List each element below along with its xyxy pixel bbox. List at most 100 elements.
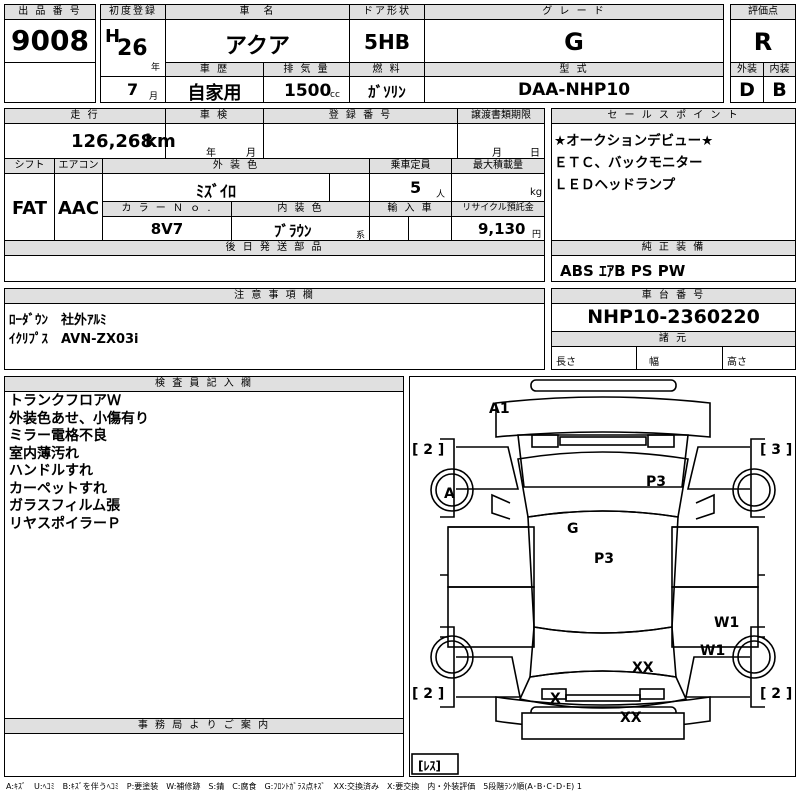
ac-box: AAC (54, 173, 103, 241)
inspection-box: 年 月 (165, 123, 264, 159)
length-label: 長さ (556, 357, 576, 368)
seats-box: 5 人 (369, 173, 452, 202)
model-label: 型 式 (424, 62, 724, 77)
door-box: 5HB (349, 19, 425, 63)
displacement: 1500 (284, 81, 332, 101)
year: 26 (117, 36, 148, 61)
lot-box: 9008 (4, 19, 96, 63)
int-box: B (763, 76, 796, 103)
seats-unit: 人 (436, 190, 446, 200)
tr-day-unit: 日 (530, 148, 540, 159)
inspector-line: トランクフロアＷ (9, 393, 121, 409)
transfer-label: 譲渡書類期限 (457, 108, 545, 124)
lot-blank (4, 62, 96, 103)
width-box: 幅 (636, 346, 723, 370)
chassis-number: NHP10-2360220 (587, 306, 760, 328)
recycle: 9,130 (478, 220, 526, 238)
recycle-label: リサイクル預託金 (451, 201, 545, 217)
equip-box: ABS ｴｱB PS PW (551, 255, 796, 282)
inspector-line: ミラー電格不良 (9, 428, 107, 444)
ext-color-blank (329, 173, 370, 202)
notes-box: ﾛｰﾀﾞｳﾝ 社外ｱﾙﾐ ｲｸﾘﾌﾟｽ AVN-ZX03i (4, 303, 545, 370)
later-parts-box (4, 255, 545, 282)
month-box: 7 月 (100, 76, 166, 103)
car-outline: A1 P3 A G P3 W1 W1 XX X XX [ 2 ] [ 3 ] [… (411, 379, 792, 775)
tyre-rear-right: [ 2 ] (760, 686, 792, 702)
int-label: 内装 (763, 62, 796, 77)
shift-label: シフト (4, 158, 55, 174)
int-color-label: 内 装 色 (231, 201, 370, 217)
score: R (753, 28, 773, 56)
height-label: 高さ (727, 357, 747, 368)
equip-label: 純 正 装 備 (551, 240, 796, 256)
ext-color: ﾐｽﾞｲﾛ (195, 182, 236, 201)
ext-color-box: ﾐｽﾞｲﾛ (102, 173, 330, 202)
notes-label: 注 意 事 項 欄 (4, 288, 545, 304)
int-score: B (772, 79, 787, 101)
sales-line: ＬＥＤヘッドランプ (554, 177, 676, 193)
ext-color-label: 外 装 色 (102, 158, 370, 174)
height-box: 高さ (722, 346, 796, 370)
inspector-line: ハンドルすれ (9, 463, 93, 479)
damage-mark: P3 (594, 551, 614, 567)
displacement-box: 1500 cc (263, 76, 350, 103)
load-label: 最大積載量 (451, 158, 545, 174)
load-box: kg (451, 173, 545, 202)
ac: AAC (57, 198, 100, 219)
damage-mark: XX (620, 710, 642, 726)
tyre-front-right: [ 3 ] (760, 442, 792, 458)
mileage: 126,268 (71, 131, 153, 152)
displacement-label: 排 気 量 (263, 62, 350, 77)
chassis-label: 車 台 番 号 (551, 288, 796, 304)
score-box: R (730, 19, 796, 63)
color-no-box: 8V7 (102, 216, 232, 241)
chassis-box: NHP10-2360220 (551, 303, 796, 332)
later-parts-label: 後 日 発 送 部 品 (4, 240, 545, 256)
equip-value: ABS ｴｱB PS PW (560, 262, 686, 280)
km-unit: km (145, 131, 176, 152)
reg-label: 登 録 番 号 (263, 108, 458, 124)
int-color-unit: 系 (356, 231, 366, 241)
import-divider (408, 217, 409, 240)
car-name-box: アクア (165, 19, 350, 63)
lot-label: 出 品 番 号 (4, 4, 96, 20)
grade: G (564, 28, 584, 56)
sales-line: ＥＴＣ、バックモニター (554, 155, 703, 171)
score-label: 評価点 (730, 4, 796, 20)
cc-unit: cc (330, 90, 340, 100)
grade-box: G (424, 19, 724, 63)
history-label: 車 歴 (165, 62, 264, 77)
recycle-unit: 円 (532, 230, 542, 240)
import-box (369, 216, 452, 241)
model-box: DAA-NHP10 (424, 76, 724, 103)
ext-box: D (730, 76, 764, 103)
grade-label: グ レ ー ド (424, 4, 724, 20)
tyre-rear-left: [ 2 ] (412, 686, 444, 702)
notes-line: ｲｸﾘﾌﾟｽ AVN-ZX03i (9, 332, 139, 347)
car-name: アクア (225, 34, 290, 59)
ext-label: 外装 (730, 62, 764, 77)
first-reg-label: 初度登録 (100, 4, 166, 20)
seats: 5 (410, 178, 422, 197)
seats-label: 乗車定員 (369, 158, 452, 174)
tyre-front-left: [ 2 ] (412, 442, 444, 458)
inspector-line: リヤスポイラーＰ (9, 515, 121, 532)
shift-box: FAT (4, 173, 55, 241)
damage-mark: W1 (700, 643, 725, 659)
inspection-label: 車 検 (165, 108, 264, 124)
damage-diagram: A1 P3 A G P3 W1 W1 XX X XX [ 2 ] [ 3 ] [… (409, 376, 796, 777)
inspector-box: トランクフロアＷ 外装色あせ、小傷有り ミラー電格不良 室内薄汚れ ハンドルすれ… (4, 391, 404, 719)
notes-line: ﾛｰﾀﾞｳﾝ 社外ｱﾙﾐ (9, 313, 107, 328)
recycle-box: 9,130 円 (451, 216, 545, 241)
office-box (4, 733, 404, 777)
ac-label: エアコン (54, 158, 103, 174)
mileage-label: 走 行 (4, 108, 166, 124)
door: 5HB (364, 30, 410, 54)
color-no: 8V7 (150, 220, 184, 238)
fuel-box: ｶﾞｿﾘﾝ (349, 76, 425, 103)
door-label: ドア形状 (349, 4, 425, 20)
damage-mark: G (567, 521, 579, 537)
int-color-box: ﾌﾞﾗｳﾝ 系 (231, 216, 370, 241)
inspector-line: ガラスフィルム張 (9, 498, 121, 514)
shift: FAT (11, 198, 48, 219)
